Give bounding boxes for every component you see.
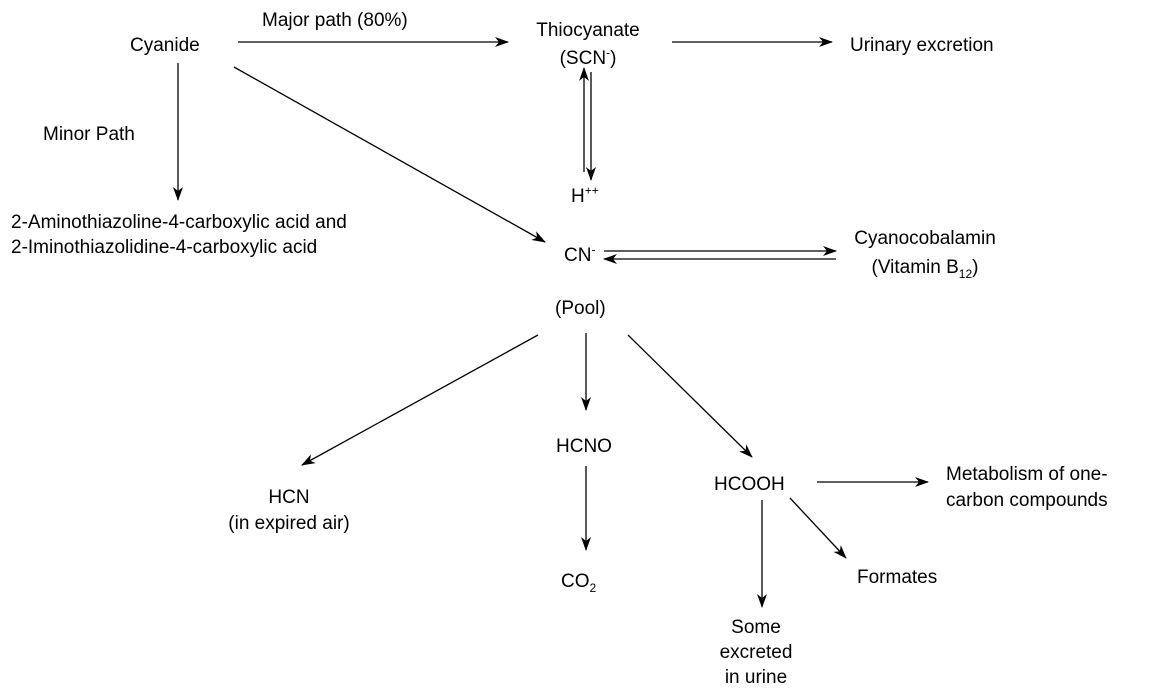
h-charge: ++ — [584, 183, 599, 198]
scn-charge: - — [606, 45, 611, 60]
some-label: Some — [731, 617, 781, 638]
co2-label: CO2 — [561, 570, 597, 595]
vitb-subscript: 12 — [958, 266, 973, 281]
h-base: H — [571, 186, 585, 207]
urinary-excretion-label: Urinary excretion — [850, 35, 994, 56]
amino-acid-line-1: 2-Aminothiazoline-4-carboxylic acid and — [11, 212, 347, 233]
vitb-close: ) — [972, 257, 979, 278]
thiocyanate-label: Thiocyanate — [536, 20, 640, 41]
scn-formula: (SCN-) — [560, 47, 617, 70]
arrow-cyanide-to-cn — [233, 66, 546, 243]
amino-acid-line-2: 2-Iminothiazolidine-4-carboxylic acid — [11, 237, 318, 258]
hcno-label: HCNO — [556, 436, 612, 457]
hcn-label: HCN — [268, 487, 310, 508]
excreted-label: excreted — [719, 642, 793, 663]
cn-charge: - — [591, 242, 596, 257]
expired-air-label: (in expired air) — [228, 513, 350, 534]
co2-base: CO — [561, 571, 590, 592]
vitamin-b12-label: (Vitamin B12) — [871, 256, 979, 281]
pool-label: (Pool) — [555, 298, 606, 319]
scn-base: (SCN — [559, 48, 607, 69]
minor-path-label: Minor Path — [43, 124, 135, 145]
scn-close: ) — [610, 48, 617, 69]
vitb-base: (Vitamin B — [871, 257, 959, 278]
hcooh-label: HCOOH — [714, 474, 785, 495]
major-path-label: Major path (80%) — [262, 10, 408, 31]
arrow-hcooh-to-formates — [789, 497, 847, 559]
formates-label: Formates — [857, 567, 938, 588]
co2-subscript: 2 — [589, 580, 597, 595]
metabolism-line-1: Metabolism of one- — [946, 464, 1108, 485]
cyanide-label: Cyanide — [130, 35, 200, 56]
in-urine-label: in urine — [724, 667, 788, 688]
cn-ion-label: CN- — [564, 244, 595, 267]
arrow-pool-to-hcooh — [627, 334, 753, 458]
h-ion-label: H++ — [571, 185, 599, 208]
cyanocobalamin-label: Cyanocobalamin — [854, 228, 996, 249]
metabolism-line-2: carbon compounds — [946, 490, 1108, 511]
arrow-pool-to-hcn — [301, 334, 539, 466]
cn-base: CN — [564, 245, 592, 266]
